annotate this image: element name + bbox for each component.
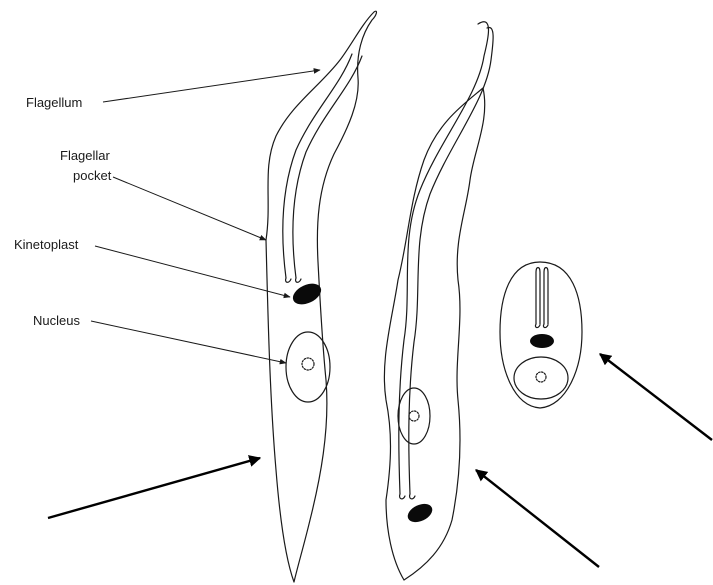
kinetoplast-3	[530, 334, 554, 348]
nucleolus-3	[536, 372, 546, 382]
nucleus-arrow	[91, 321, 286, 363]
pointer-arrow-cell1	[48, 458, 260, 518]
kinetoplast-arrow	[95, 246, 290, 297]
label-flagellar-pocket-line1: Flagellar	[60, 148, 110, 163]
cell-trypomastigote	[266, 11, 376, 582]
label-flagellum: Flagellum	[26, 95, 82, 110]
flagellum-arrow	[103, 70, 320, 102]
pointer-arrow-cell2	[476, 470, 599, 567]
label-nucleus: Nucleus	[33, 313, 80, 328]
cell-body-outline	[266, 11, 376, 582]
nucleolus	[302, 358, 314, 370]
cell-epimastigote	[384, 22, 493, 580]
flagellar-pocket-arrow	[113, 177, 266, 240]
label-kinetoplast: Kinetoplast	[14, 237, 78, 252]
nucleus	[286, 332, 330, 402]
nucleolus-2	[409, 411, 419, 421]
nucleus-2	[398, 388, 430, 444]
pointer-arrow-cell3	[600, 354, 712, 440]
nucleus-3	[514, 357, 568, 399]
label-flagellar-pocket-line2: pocket	[73, 168, 111, 183]
kinetoplast-2	[405, 500, 435, 525]
cell-body-outline-2	[384, 88, 484, 580]
